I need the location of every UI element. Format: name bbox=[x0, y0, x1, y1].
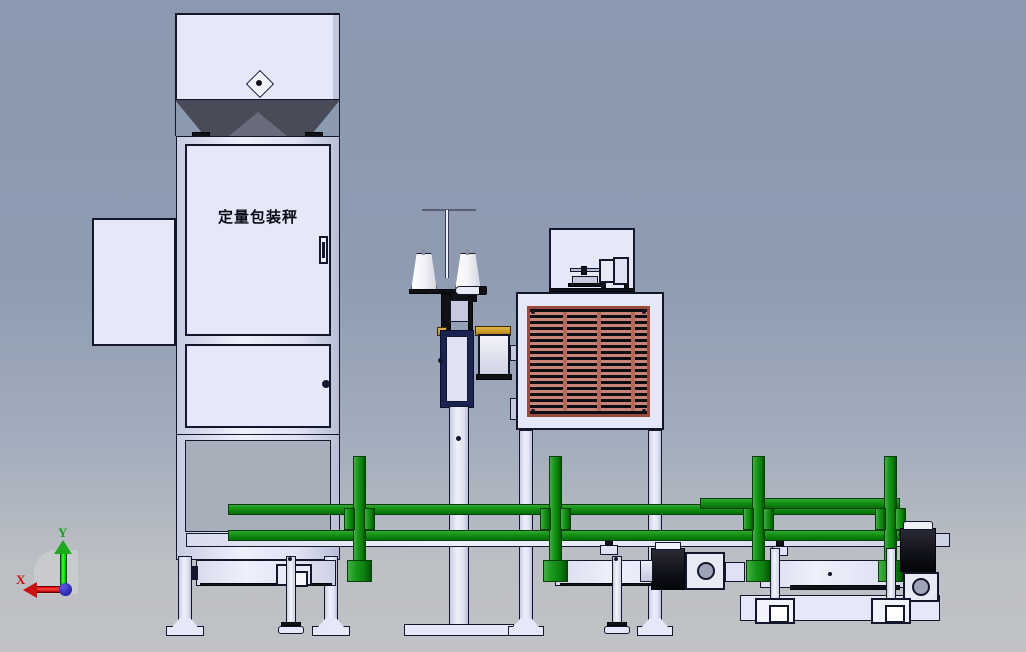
guide-post-clamp bbox=[763, 508, 774, 530]
support-leg bbox=[648, 430, 662, 628]
orientation-triad[interactable]: Y X bbox=[14, 525, 92, 600]
gear-motor-right-fan-cap bbox=[903, 521, 933, 530]
thread-cone-right-pin bbox=[466, 249, 469, 255]
leveling-foot bbox=[166, 626, 204, 636]
triad-axis-y-arrowhead bbox=[54, 540, 72, 554]
conveyor-stand-post bbox=[286, 556, 296, 632]
hopper-funnel-outline bbox=[175, 100, 340, 136]
cabinet-upper-door[interactable] bbox=[185, 144, 331, 336]
gear-motor-right-body bbox=[900, 528, 936, 572]
thread-cone-left-pin bbox=[422, 249, 425, 255]
thread-cone-left bbox=[411, 253, 437, 291]
grille-screw bbox=[642, 310, 646, 314]
folder-cabinet-side-tab bbox=[510, 398, 517, 420]
sewing-head-shaft bbox=[468, 296, 473, 330]
guide-post-base bbox=[746, 560, 771, 582]
cabinet-top-motor-body bbox=[613, 257, 629, 285]
folder-cabinet-side-tab bbox=[510, 345, 517, 361]
gear-motor-center-output bbox=[697, 562, 715, 580]
sewing-base-foot bbox=[404, 624, 514, 636]
conveyor-stand-foot-washer bbox=[607, 622, 627, 626]
conveyor-stand-foot-washer bbox=[281, 622, 301, 626]
leveling-foot-taper bbox=[318, 618, 344, 627]
guide-rail-lower bbox=[228, 530, 900, 541]
guide-post-base bbox=[347, 560, 372, 582]
triad-origin-z bbox=[59, 583, 72, 596]
guide-post-clamp bbox=[560, 508, 571, 530]
leveling-foot-taper bbox=[172, 618, 198, 627]
cabinet-door-handle[interactable] bbox=[319, 236, 328, 264]
gear-motor-center-shaft bbox=[640, 560, 653, 582]
guide-post-base bbox=[543, 560, 568, 582]
guide-post-clamp bbox=[875, 508, 886, 530]
conveyor-stand-flange bbox=[755, 598, 795, 624]
conveyor-belt-right bbox=[790, 585, 900, 590]
guide-post-clamp bbox=[743, 508, 754, 530]
left-side-panel bbox=[92, 218, 176, 346]
sewing-motor-cap bbox=[476, 374, 512, 380]
gear-motor-right-output bbox=[912, 578, 930, 596]
support-leg bbox=[519, 430, 533, 628]
thread-stand-mast bbox=[445, 210, 449, 278]
thread-stand-crossbar bbox=[422, 209, 476, 211]
sewing-column-bolt bbox=[438, 358, 443, 363]
sewing-head-roller-end bbox=[479, 286, 487, 295]
conveyor-stand-foot bbox=[278, 626, 304, 634]
grille-screw bbox=[642, 409, 646, 413]
guide-post-clamp bbox=[344, 508, 355, 530]
leveling-foot-taper bbox=[513, 618, 539, 627]
gear-motor-center-body bbox=[651, 548, 685, 590]
cabinet-lower-door[interactable] bbox=[185, 344, 331, 428]
conveyor-stand-flange bbox=[871, 598, 911, 624]
sewing-mast-bolt bbox=[456, 436, 461, 441]
cabinet-door-knob[interactable] bbox=[322, 380, 330, 388]
feed-hopper-shade bbox=[333, 15, 339, 99]
cabinet-top-mechanism-pivot bbox=[581, 266, 587, 275]
conveyor-stand-bolt bbox=[288, 557, 292, 561]
sewing-motor bbox=[478, 334, 510, 376]
triad-axis-x-arrowhead bbox=[23, 582, 37, 598]
cabinet-name-plate: 定量包装秤 bbox=[217, 208, 298, 226]
guide-rail-upper-segment bbox=[700, 498, 900, 509]
leveling-foot-taper bbox=[642, 618, 668, 627]
conveyor-stand-post bbox=[612, 556, 622, 632]
triad-label-y: Y bbox=[58, 525, 68, 540]
ventilation-grille bbox=[527, 306, 650, 417]
grille-screw bbox=[531, 310, 535, 314]
sewing-column-face bbox=[446, 336, 468, 402]
leveling-foot bbox=[312, 626, 350, 636]
conveyor-guide-clamp bbox=[600, 545, 618, 555]
support-leg bbox=[178, 556, 192, 628]
hopper-diamond-marker bbox=[245, 69, 275, 99]
gear-motor-center-fan-cap bbox=[655, 542, 681, 550]
cabinet-base-opening bbox=[185, 440, 331, 532]
conveyor-end-plate-left bbox=[192, 566, 198, 580]
guide-post-clamp bbox=[364, 508, 375, 530]
cabinet-top-mechanism-plate bbox=[568, 283, 602, 287]
triad-label-x: X bbox=[16, 572, 26, 587]
leveling-foot bbox=[637, 626, 673, 636]
grille-screw bbox=[531, 409, 535, 413]
conveyor-bolt bbox=[828, 572, 832, 576]
cabinet-top-shelf bbox=[549, 288, 635, 292]
guide-post-clamp bbox=[540, 508, 551, 530]
ventilation-grille-ribs bbox=[533, 312, 644, 411]
conveyor-stand-bolt bbox=[614, 557, 618, 561]
gear-motor-center-coupling bbox=[725, 562, 745, 582]
leveling-foot bbox=[508, 626, 544, 636]
conveyor-stand-foot bbox=[604, 626, 630, 634]
conveyor-belt-left bbox=[200, 583, 332, 586]
